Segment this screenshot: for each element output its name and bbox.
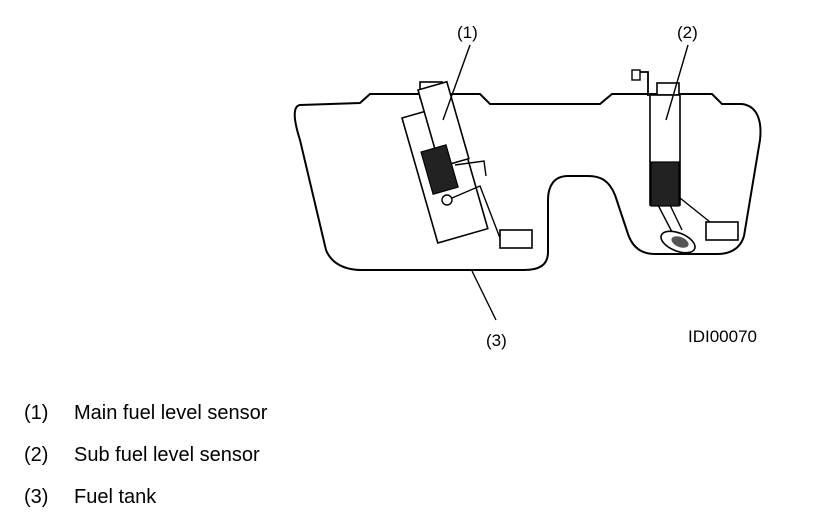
- legend-item-sub-sensor: (2) Sub fuel level sensor: [24, 434, 267, 476]
- main-fuel-level-sensor: [401, 80, 533, 249]
- legend-text: Fuel tank: [74, 485, 157, 508]
- fuel-tank-outline: [293, 93, 762, 271]
- legend: (1) Main fuel level sensor (2) Sub fuel …: [24, 392, 267, 518]
- leader-line-2: [665, 44, 689, 121]
- callout-3: (3): [486, 331, 507, 350]
- legend-text: Main fuel level sensor: [74, 401, 268, 424]
- fuel-tank-diagram: (1) (2) (3) IDI00070: [293, 23, 762, 350]
- figure-id: IDI00070: [688, 327, 757, 346]
- legend-number: (3): [24, 485, 49, 508]
- legend-item-fuel-tank: (3) Fuel tank: [24, 476, 267, 518]
- leader-line-1: [442, 44, 471, 121]
- leader-line-3: [471, 270, 497, 321]
- legend-number: (1): [24, 401, 49, 424]
- legend-text: Sub fuel level sensor: [74, 443, 260, 466]
- callout-2: (2): [677, 23, 698, 42]
- callout-1: (1): [457, 23, 478, 42]
- legend-item-main-sensor: (1) Main fuel level sensor: [24, 392, 267, 434]
- legend-number: (2): [24, 443, 49, 466]
- sub-fuel-level-sensor: [631, 69, 739, 254]
